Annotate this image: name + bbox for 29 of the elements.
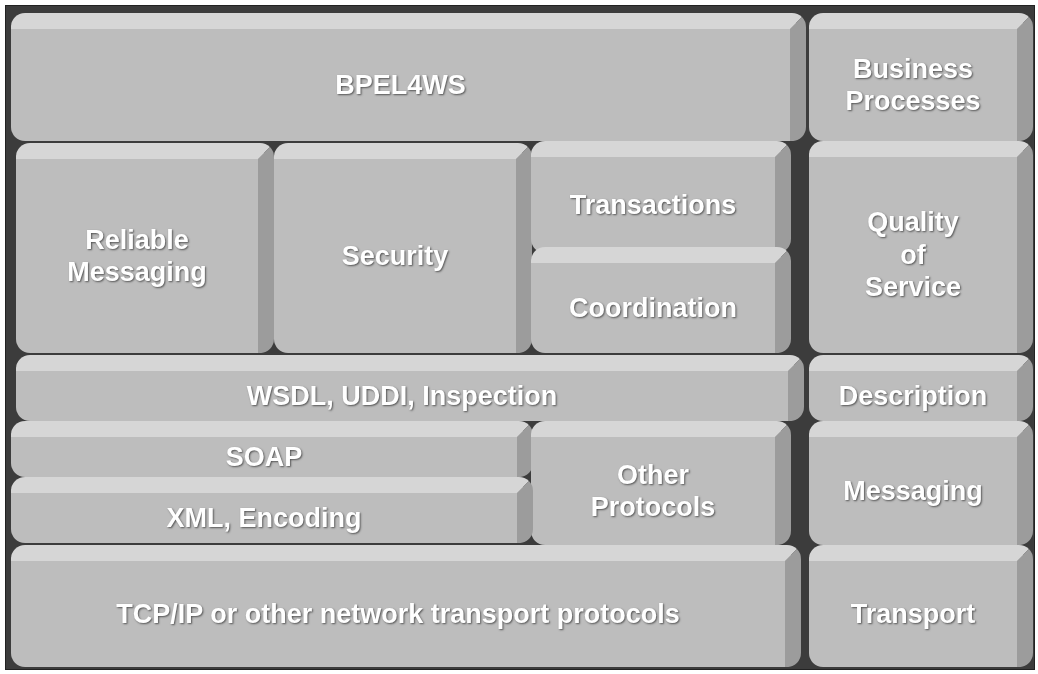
layer-label: WSDL, UDDI, Inspection [245,379,559,413]
layer-label: XML, Encoding [165,501,363,535]
layer-block [11,477,533,543]
layer-block [11,421,533,477]
layer-label: Reliable Messaging [66,223,208,289]
layer-label: Other Protocols [589,458,717,524]
layer-label: SOAP [224,440,304,474]
layer-label: Transport [849,597,977,631]
layer-label: BPEL4WS [334,68,467,102]
layer-block [16,143,274,353]
layer-label: Description [837,379,989,413]
layer-label: Coordination [568,291,738,325]
layer-label: Business Processes [844,52,982,118]
layer-label: TCP/IP or other network transport protocols [115,597,681,631]
layer-block [809,355,1033,421]
layer-label: Quality of Service [863,206,963,304]
layer-label: Transactions [568,188,738,222]
layer-block [16,355,804,421]
layer-label: Security [340,239,450,273]
layer-block [531,247,791,353]
layer-block [531,421,791,545]
layer-block [809,545,1033,667]
layer-block [809,13,1033,141]
layer-block [274,143,532,353]
layer-block [11,545,801,667]
layer-block [11,13,806,141]
layer-block [809,421,1033,545]
layer-block [809,141,1033,353]
layer-label: Messaging [842,474,984,508]
